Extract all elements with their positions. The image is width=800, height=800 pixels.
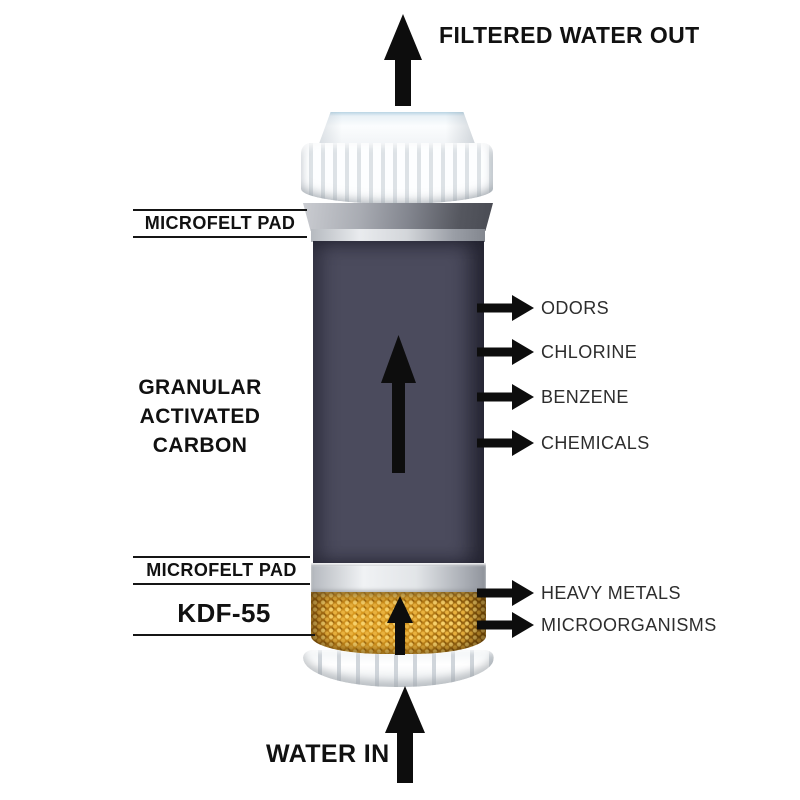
right-arrow-icon <box>477 430 534 456</box>
filter-top-silver-strip <box>311 229 485 242</box>
contaminant-row-benzene: BENZENE <box>477 384 629 410</box>
contaminant-row-chemicals: CHEMICALS <box>477 430 650 456</box>
kdf-55-label: KDF-55 <box>177 598 271 628</box>
filter-top-pad-band <box>303 203 493 231</box>
contaminant-row-microorganisms: MICROORGANISMS <box>477 612 717 638</box>
contaminant-row-chlorine: CHLORINE <box>477 339 637 365</box>
granular-label-line1: GRANULAR <box>138 376 262 399</box>
contaminant-label: CHLORINE <box>541 341 638 362</box>
filtered-water-out-label: FILTERED WATER OUT <box>439 22 700 48</box>
right-arrow-icon <box>477 612 534 638</box>
up-arrow-icon-filtered-water-out <box>384 14 422 106</box>
right-arrow-icon <box>477 295 534 321</box>
up-arrow-icon-carbon-flow <box>381 335 416 473</box>
right-arrow-icon <box>477 580 534 606</box>
microfelt-pad-top-label: MICROFELT PAD <box>144 213 296 233</box>
contaminant-label: BENZENE <box>541 386 629 407</box>
contaminant-label: ODORS <box>541 297 610 318</box>
granular-activated-carbon-callout: GRANULAR ACTIVATED CARBON <box>115 373 285 460</box>
right-arrow-icon <box>477 339 534 365</box>
contaminant-label: CHEMICALS <box>541 432 650 453</box>
filter-threaded-ring <box>301 143 493 204</box>
water-in-label: WATER IN <box>266 740 390 768</box>
microfelt-pad-bottom-callout: MICROFELT PAD <box>133 556 310 585</box>
contaminant-label: HEAVY METALS <box>541 582 681 603</box>
granular-label-line3: CARBON <box>152 434 248 457</box>
filter-middle-pad-band <box>311 563 486 592</box>
contaminant-row-odors: ODORS <box>477 295 609 321</box>
contaminant-row-heavy-metals: HEAVY METALS <box>477 580 681 606</box>
microfelt-pad-top-callout: MICROFELT PAD <box>133 209 307 238</box>
up-arrow-icon-kdf-flow <box>387 596 413 655</box>
filter-bottom-cap <box>303 650 494 687</box>
microfelt-pad-bottom-label: MICROFELT PAD <box>146 560 297 580</box>
granular-label-line2: ACTIVATED <box>139 405 261 428</box>
right-arrow-icon <box>477 384 534 410</box>
up-arrow-icon-water-in <box>385 686 425 783</box>
kdf-55-callout: KDF-55 <box>133 592 315 636</box>
contaminant-label: MICROORGANISMS <box>541 614 717 635</box>
